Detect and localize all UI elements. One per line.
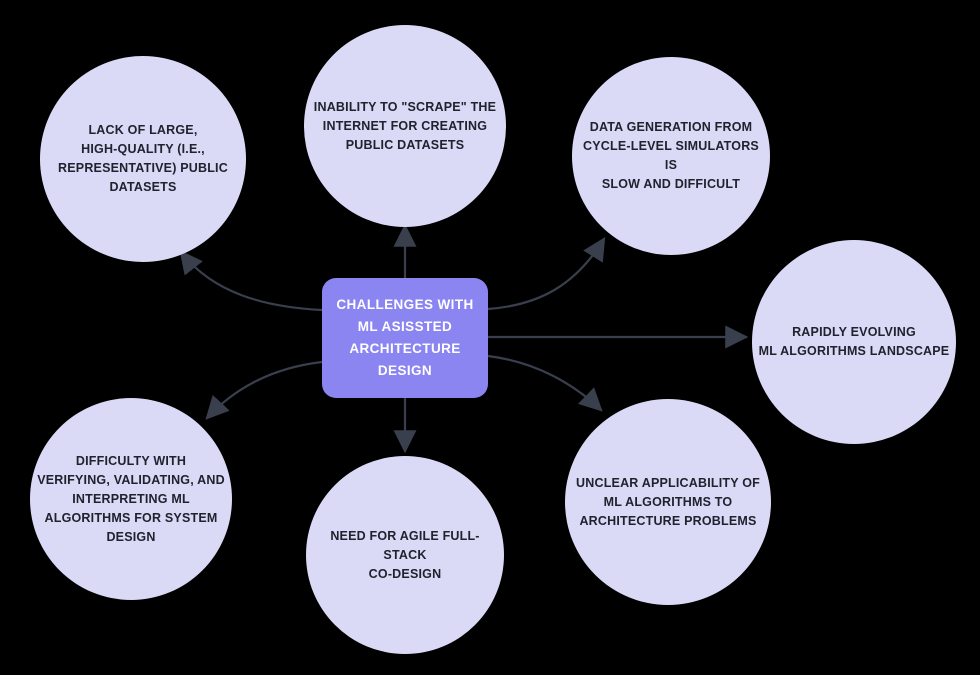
node-scrape-internet-label: INABILITY TO "SCRAPE" THE INTERNET FOR C… [313, 99, 497, 152]
edge-center-to-unclear-applicability [486, 354, 603, 412]
edge-center-to-data-generation [486, 237, 606, 311]
node-scrape-internet: INABILITY TO "SCRAPE" THE INTERNET FOR C… [304, 25, 506, 227]
node-verification: DIFFICULTY WITH VERIFYING, VALIDATING, A… [30, 398, 232, 600]
node-unclear-applicability: UNCLEAR APPLICABILITY OF ML ALGORITHMS T… [565, 399, 771, 605]
node-public-datasets: LACK OF LARGE, HIGH-QUALITY (I.E., REPRE… [40, 56, 246, 262]
edge-center-to-public-datasets [179, 250, 324, 312]
node-unclear-applicability-label: UNCLEAR APPLICABILITY OF ML ALGORITHMS T… [576, 475, 760, 528]
center-node-label: CHALLENGES WITH ML ASISSTED ARCHITECTURE… [336, 297, 474, 378]
node-data-generation-label: DATA GENERATION FROM CYCLE-LEVEL SIMULAT… [583, 120, 759, 191]
node-evolving-landscape-label: RAPIDLY EVOLVING ML ALGORITHMS LANDSCAPE [758, 325, 950, 358]
node-agile-codesign-label: NEED FOR AGILE FULL-STACK CO-DESIGN [330, 528, 480, 581]
node-evolving-landscape: RAPIDLY EVOLVING ML ALGORITHMS LANDSCAPE [752, 240, 956, 444]
node-public-datasets-label: LACK OF LARGE, HIGH-QUALITY (I.E., REPRE… [58, 123, 228, 194]
node-data-generation: DATA GENERATION FROM CYCLE-LEVEL SIMULAT… [572, 57, 770, 255]
node-verification-label: DIFFICULTY WITH VERIFYING, VALIDATING, A… [37, 453, 225, 544]
center-node-challenges: CHALLENGES WITH ML ASISSTED ARCHITECTURE… [322, 278, 488, 398]
edge-center-to-verification [205, 360, 324, 420]
node-agile-codesign: NEED FOR AGILE FULL-STACK CO-DESIGN [306, 456, 504, 654]
